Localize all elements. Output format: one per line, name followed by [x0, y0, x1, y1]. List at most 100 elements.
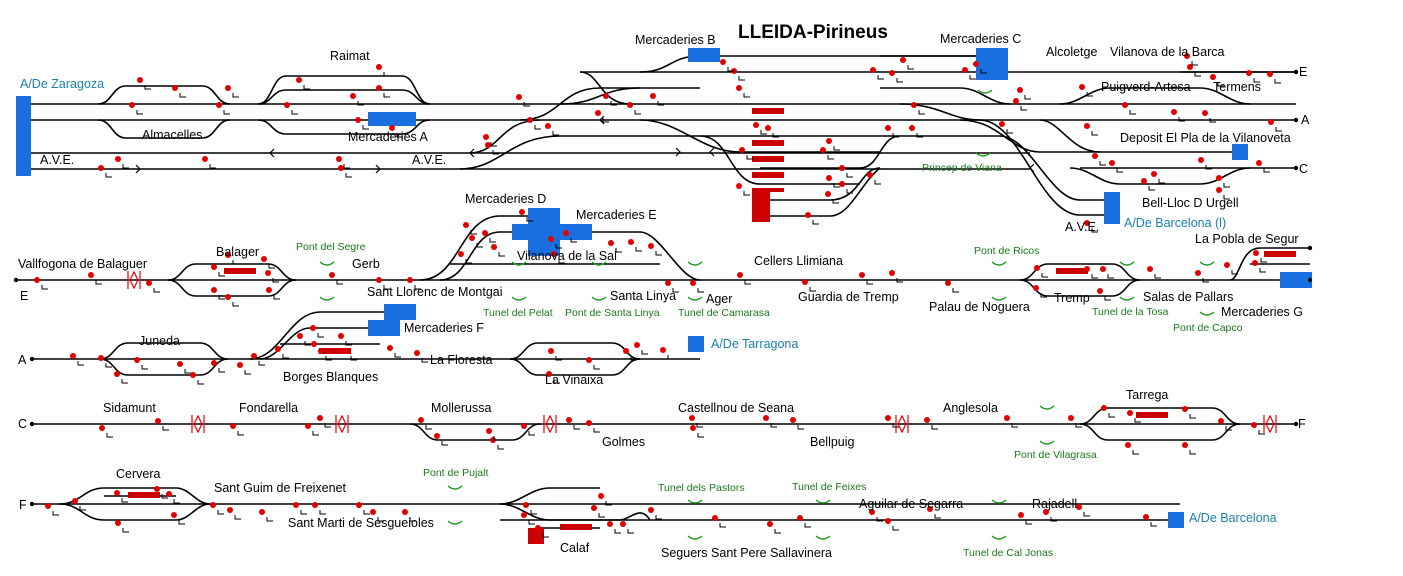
signal-light — [407, 277, 413, 283]
signal-light — [1076, 504, 1082, 510]
signal-light — [329, 272, 335, 278]
zaragoza-freight-block — [16, 96, 31, 176]
signal-light — [225, 85, 231, 91]
line-id-e-left: E — [20, 289, 28, 303]
direction-arrow — [599, 115, 605, 125]
freight-mercaderies-f-1 — [384, 304, 416, 320]
pobla-branch — [1229, 247, 1310, 281]
signal-post — [526, 217, 533, 222]
signal-post — [774, 529, 781, 534]
vinaixa-lower-loop — [509, 358, 641, 376]
signal-light — [482, 230, 488, 236]
signal-post — [528, 431, 535, 436]
yard-track-4 — [760, 167, 881, 201]
signal-post — [79, 506, 86, 511]
track-layer — [16, 55, 1310, 529]
crossing-2 — [335, 414, 349, 434]
signal-light — [338, 165, 344, 171]
signal-post — [209, 164, 216, 169]
station-borges: Borges Blanques — [283, 370, 378, 384]
signal-post — [258, 361, 265, 366]
signal-light — [1084, 123, 1090, 129]
signal-post — [122, 528, 129, 533]
tremp-upper-loop — [1019, 263, 1141, 281]
signal-post — [1260, 258, 1267, 263]
signal-post — [232, 93, 239, 98]
signal-post — [300, 510, 307, 515]
signal-post — [634, 110, 641, 115]
signal-light — [114, 490, 120, 496]
signal-light — [114, 371, 120, 377]
signal-light — [463, 222, 469, 228]
signal-post — [345, 173, 352, 178]
signal-light — [586, 357, 592, 363]
signal-post — [833, 146, 840, 151]
signal-post — [1083, 512, 1090, 517]
signal-light — [627, 102, 633, 108]
track-end — [1307, 245, 1313, 251]
tunnel-pont-pujalt: Pont de Pujalt — [423, 467, 488, 479]
signal-post — [350, 356, 357, 361]
signal-post — [218, 295, 225, 300]
station-santa-linya: Santa Linya — [610, 289, 676, 303]
signal-light — [1246, 70, 1252, 76]
signal-light — [296, 77, 302, 83]
signal-post — [282, 354, 289, 359]
signal-post — [234, 515, 241, 520]
signal-post — [918, 110, 925, 115]
signal-light — [1182, 406, 1188, 412]
signal-post — [476, 243, 483, 248]
station-ave-2: A.V.E. — [412, 153, 446, 167]
track-end — [1293, 117, 1299, 123]
platform-cervera-1 — [128, 492, 160, 498]
station-puigverd: Puigverd-Artesa — [1101, 80, 1191, 94]
signal-post — [217, 510, 224, 515]
signal-light — [548, 236, 554, 242]
signal-light — [98, 165, 104, 171]
signal-post — [1041, 273, 1048, 278]
station-mollerussa: Mollerussa — [431, 401, 491, 415]
signal-light — [1101, 405, 1107, 411]
tunnel-pastors: Tunel dels Pastors — [658, 482, 745, 494]
signal-light — [1210, 74, 1216, 80]
tarrega-lower-loop — [1079, 423, 1241, 441]
signal-light — [551, 251, 557, 257]
station-sant-guim: Sant Guim de Freixenet — [214, 481, 347, 495]
signal-post — [896, 78, 903, 83]
diagram-title: LLEIDA-Pirineus — [738, 22, 888, 43]
signal-light — [210, 502, 216, 508]
signal-light — [690, 425, 696, 431]
signal-light — [1147, 266, 1153, 272]
signal-light — [134, 357, 140, 363]
tunnel-pont-santa-linya: Pont de Santa Linya — [565, 307, 660, 319]
signal-light — [765, 125, 771, 131]
station-vilanova-sal: Vilanova de la Sal — [517, 249, 617, 263]
signal-light — [485, 142, 491, 148]
signal-post — [1158, 179, 1165, 184]
direction-arrow — [135, 164, 141, 174]
signal-post — [394, 353, 401, 358]
signal-post — [697, 288, 704, 293]
signal-post — [184, 369, 191, 374]
tunnel-princep-viana-mark-2 — [975, 152, 991, 157]
signal-light — [483, 134, 489, 140]
signal-light — [312, 502, 318, 508]
signal-light — [1202, 110, 1208, 116]
yard-track-1 — [639, 119, 880, 153]
signal-post — [542, 533, 549, 538]
freight-mercaderies-b — [688, 48, 720, 62]
station-seguers: Seguers Sant Pere Sallavinera — [661, 546, 832, 560]
station-mercaderies-e: Mercaderies E — [576, 208, 657, 222]
signal-light — [98, 355, 104, 361]
signal-light — [889, 270, 895, 276]
signal-post — [105, 363, 112, 368]
signal-light — [355, 117, 361, 123]
ave-to-barcelona-2 — [979, 119, 1110, 216]
signal-post — [105, 173, 112, 178]
signal-post — [304, 341, 311, 346]
signal-post — [555, 356, 562, 361]
signal-post — [396, 133, 403, 138]
almacelles-upper-loop — [97, 85, 231, 105]
signal-post — [106, 433, 113, 438]
signal-light — [146, 280, 152, 286]
